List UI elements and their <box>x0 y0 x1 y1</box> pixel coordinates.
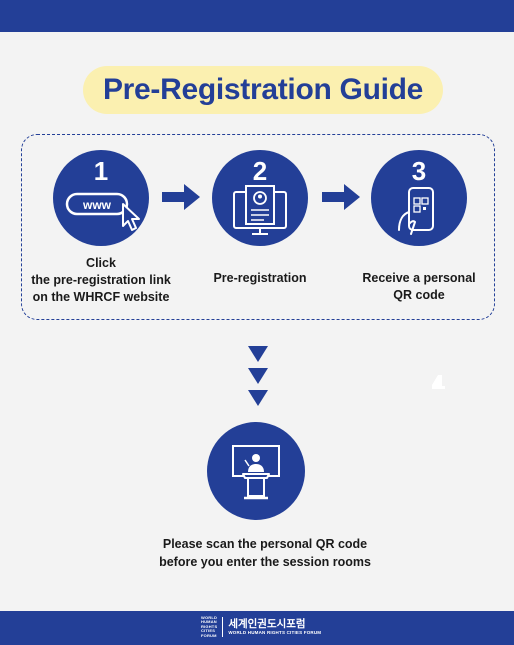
decorative-mark-icon <box>432 375 445 389</box>
phone-qr-icon: 3 <box>398 156 434 235</box>
step-2-circle: 2 <box>212 150 308 246</box>
step-1-label-line: Click <box>86 256 116 270</box>
arrow-right-icon <box>162 184 200 210</box>
page-title: Pre-Registration Guide <box>102 73 424 106</box>
footer-mini-line: FORUM <box>201 632 217 638</box>
footer-bar <box>0 611 514 645</box>
footer-mini-text: WORLD HUMAN RIGHTS CITIES FORUM <box>201 614 218 639</box>
footer-logo: WORLD HUMAN RIGHTS CITIES FORUM 세계인권도시포럼… <box>201 615 321 639</box>
step-1-number: 1 <box>94 156 108 186</box>
steps-container <box>21 134 495 320</box>
footer-divider <box>222 617 224 637</box>
step-1-label-line: on the WHRCF website <box>32 290 170 304</box>
final-circle <box>207 422 305 520</box>
step-1-circle: 1 www <box>53 150 149 246</box>
step-2-label: Pre-registration <box>195 270 325 287</box>
footer-english-name: WORLD HUMAN RIGHTS CITIES FORUM <box>228 630 322 635</box>
step-3-label: Receive a personal QR code <box>352 270 486 304</box>
step-3-label-line: QR code <box>393 288 445 302</box>
footer-names: 세계인권도시포럼 WORLD HUMAN RIGHTS CITIES FORUM <box>228 618 321 636</box>
website-click-icon: 1 www <box>65 156 140 231</box>
step-2-label-line: Pre-registration <box>213 271 307 285</box>
top-banner <box>0 0 514 32</box>
footer-mini-line: CITIES <box>201 628 216 634</box>
step-1-label-line: the pre-registration link <box>31 273 171 287</box>
step-3-label-line: Receive a personal <box>362 271 476 285</box>
step-3-number: 3 <box>412 156 426 186</box>
final-instruction-line: Please scan the personal QR code <box>162 537 368 551</box>
registration-form-icon: 2 <box>233 156 287 235</box>
step-1-label: Click the pre-registration link on the W… <box>28 255 174 306</box>
final-instruction-line: before you enter the session rooms <box>159 555 371 569</box>
footer-mini-line: WORLD <box>201 614 218 620</box>
arrow-right-icon <box>322 184 360 210</box>
footer-korean-name: 세계인권도시포럼 <box>228 618 306 630</box>
footer-mini-line: RIGHTS <box>201 623 218 629</box>
title-pill: Pre-Registration Guide <box>83 66 443 114</box>
url-text: www <box>82 198 112 212</box>
step-3-circle: 3 <box>371 150 467 246</box>
podium-speaker-icon <box>232 445 280 500</box>
final-instruction: Please scan the personal QR code before … <box>130 535 400 571</box>
down-arrows-icon <box>248 346 268 406</box>
step-2-number: 2 <box>253 156 267 186</box>
footer-mini-line: HUMAN <box>201 619 217 625</box>
